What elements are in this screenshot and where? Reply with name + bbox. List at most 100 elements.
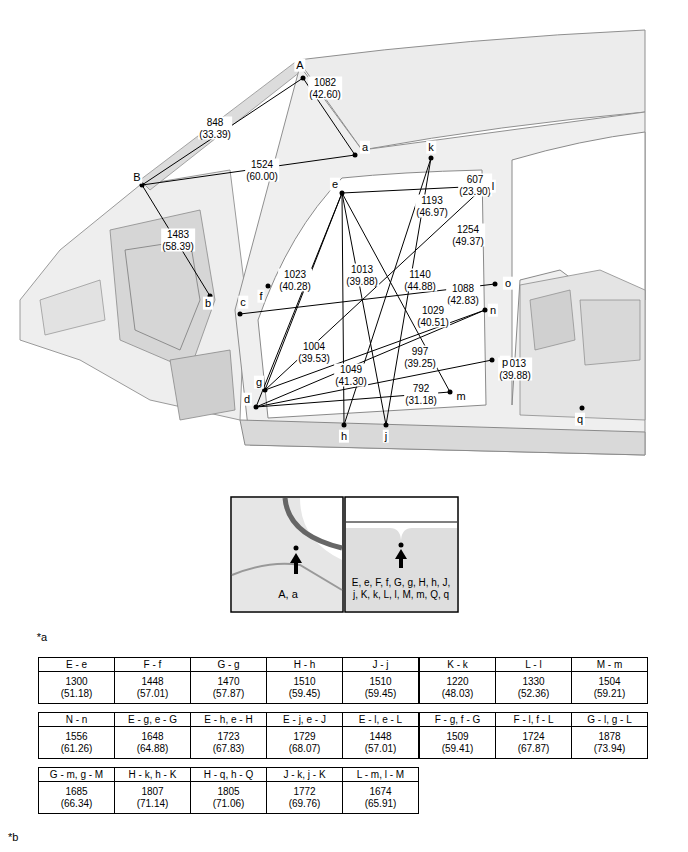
point-letter: p <box>500 356 510 369</box>
table-header: N - n <box>66 714 88 726</box>
table-cell: 1504 (59.21) <box>571 671 648 704</box>
table-header: E - h, e - H <box>204 714 252 726</box>
table-header: F - f <box>144 659 162 671</box>
table-cell: 1448 (57.01) <box>342 726 419 759</box>
table-cell: E - h, e - H <box>190 712 267 727</box>
table-header: M - m <box>597 659 623 671</box>
table-header: F - g, f - G <box>435 714 481 726</box>
table-header: H - k, h - K <box>129 769 177 781</box>
note-text: *b <box>8 831 18 844</box>
point-list: E, e, F, f, G, g, H, h, J, j, K, k, L, l… <box>348 577 454 600</box>
dimension-value: 1254 (49.37) <box>451 224 485 247</box>
table-header: J - j <box>372 659 388 671</box>
point-letter: k <box>426 141 436 154</box>
table-cell: 1556 (61.26) <box>38 726 115 759</box>
point-letter: m <box>454 390 467 403</box>
table-value: 1724 (67.87) <box>518 731 550 754</box>
table-value: 1685 (66.34) <box>61 786 93 809</box>
point-letter: o <box>503 277 513 290</box>
point-letter: c <box>238 296 248 309</box>
table-cell: 1685 (66.34) <box>38 781 115 814</box>
table-header: E - l, e - L <box>359 714 402 726</box>
table-cell: F - f <box>114 657 191 672</box>
table-header: G - l, g - L <box>587 714 631 726</box>
table-header: E - j, e - J <box>283 714 326 726</box>
table-value: 1674 (65.91) <box>365 786 397 809</box>
table-header: K - k <box>447 659 468 671</box>
table-cell: 1724 (67.87) <box>495 726 572 759</box>
table-header: E - g, e - G <box>128 714 177 726</box>
point-letter: h <box>339 430 349 443</box>
table-cell: L - l <box>495 657 572 672</box>
dimension-value: 1004 (39.53) <box>297 341 331 364</box>
table-cell: F - g, f - G <box>419 712 496 727</box>
dimension-value: 1088 (42.83) <box>446 283 480 306</box>
table-value: 1805 (71.06) <box>213 786 245 809</box>
point-letter: b <box>203 297 213 310</box>
table-cell: G - l, g - L <box>571 712 648 727</box>
table-cell: G - m, g - M <box>38 767 115 782</box>
dimension-value: 1082 (42.60) <box>308 77 342 100</box>
table-cell: 1723 (67.83) <box>190 726 267 759</box>
table-cell: 1807 (71.14) <box>114 781 191 814</box>
dimension-value: 1483 (58.39) <box>161 229 195 252</box>
dimension-value: 792 (31.18) <box>404 383 438 406</box>
table-cell: E - j, e - J <box>266 712 343 727</box>
point-letter: f <box>257 290 264 303</box>
table-cell: 1300 (51.18) <box>38 671 115 704</box>
table-header: J - k, j - K <box>283 769 325 781</box>
table-cell: H - q, h - Q <box>190 767 267 782</box>
point-letter: g <box>254 376 264 389</box>
table-cell: 1648 (64.88) <box>114 726 191 759</box>
table-cell: E - e <box>38 657 115 672</box>
note-text: *a <box>37 631 47 644</box>
dimension-value: 997 (39.25) <box>403 346 437 369</box>
table-value: 1504 (59.21) <box>594 676 626 699</box>
table-cell: H - h <box>266 657 343 672</box>
table-cell: M - m <box>571 657 648 672</box>
point-letter: e <box>330 178 340 191</box>
table-header: L - l <box>525 659 541 671</box>
table-cell: 1220 (48.03) <box>419 671 496 704</box>
table-value: 1510 (59.45) <box>289 676 321 699</box>
table-value: 1300 (51.18) <box>61 676 93 699</box>
dimension-value: 1524 (60.00) <box>245 159 279 182</box>
point-letter: n <box>488 304 498 317</box>
table-cell: 1509 (59.41) <box>419 726 496 759</box>
dimension-value: 848 (33.39) <box>198 117 232 140</box>
table-cell: 1805 (71.06) <box>190 781 267 814</box>
table-cell: 1772 (69.76) <box>266 781 343 814</box>
table-value: 1470 (57.87) <box>213 676 245 699</box>
table-value: 1220 (48.03) <box>442 676 474 699</box>
table-value: 1448 (57.01) <box>137 676 169 699</box>
table-value: 1729 (68.07) <box>289 731 321 754</box>
table-value: 1878 (73.94) <box>594 731 626 754</box>
table-header: F - l, f - L <box>514 714 554 726</box>
point-letter: A <box>294 59 305 72</box>
point-letter: l <box>490 180 496 193</box>
table-value: 1448 (57.01) <box>365 731 397 754</box>
table-cell: 1878 (73.94) <box>571 726 648 759</box>
table-header: H - h <box>294 659 316 671</box>
point-letter: B <box>131 171 142 184</box>
table-value: 1556 (61.26) <box>61 731 93 754</box>
table-value: 1807 (71.14) <box>137 786 169 809</box>
table-cell: E - g, e - G <box>114 712 191 727</box>
table-header: G - g <box>217 659 239 671</box>
dimension-value: 607 (23.90) <box>458 174 492 197</box>
table-cell: 1330 (52.36) <box>495 671 572 704</box>
point-letter: d <box>242 393 252 406</box>
dimension-value: 1049 (41.30) <box>334 364 368 387</box>
table-cell: 1674 (65.91) <box>342 781 419 814</box>
table-cell: N - n <box>38 712 115 727</box>
table-cell: 1448 (57.01) <box>114 671 191 704</box>
table-cell: 1470 (57.87) <box>190 671 267 704</box>
table-value: 1648 (64.88) <box>137 731 169 754</box>
table-value: 1723 (67.83) <box>213 731 245 754</box>
table-cell: K - k <box>419 657 496 672</box>
point-letter: q <box>575 413 585 426</box>
table-value: 1330 (52.36) <box>518 676 550 699</box>
dimension-value: 1029 (40.51) <box>416 305 450 328</box>
table-value: 1772 (69.76) <box>289 786 321 809</box>
